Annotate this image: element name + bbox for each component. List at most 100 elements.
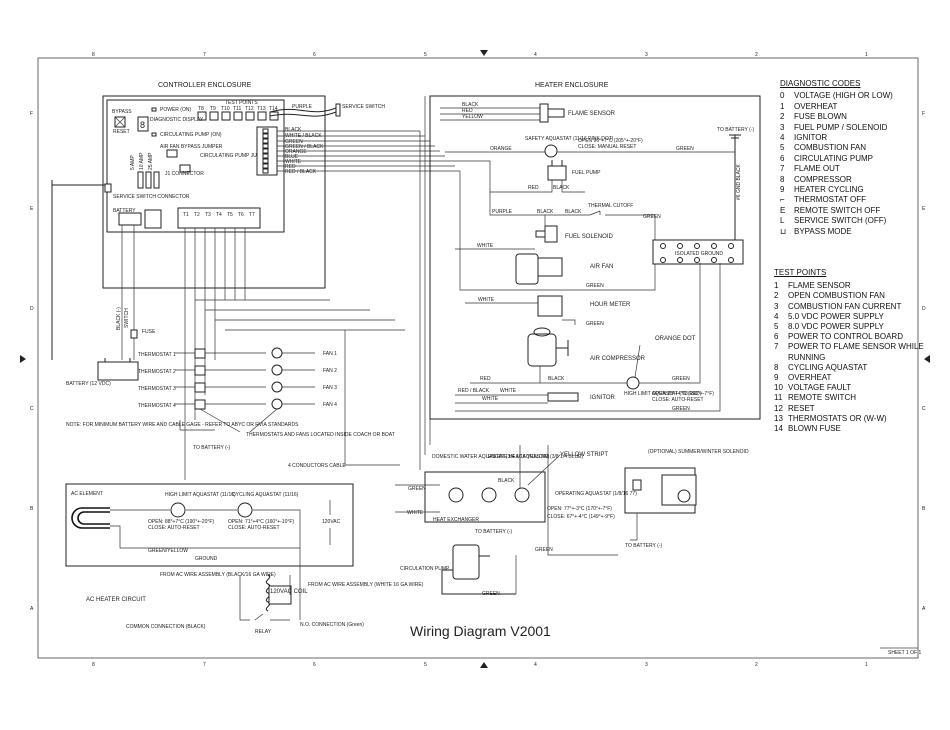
common-label: COMMON CONNECTION (BLACK) (126, 624, 206, 630)
heat-exchanger-label: HEAT EXCHANGER (433, 517, 479, 523)
safety-aquastat: SAFETY AQUASTAT (11/16 PINK DOT) OPEN 96… (445, 136, 736, 240)
j1-pin (262, 158, 269, 164)
wire-label: YELLOW (462, 114, 483, 120)
air-fan-motor (515, 253, 539, 285)
test-point-item-code: 4 (774, 311, 779, 321)
thermostat-box (194, 348, 206, 359)
note-text: NOTE: FOR MINIMUM BATTERY WIRE AND CABLE… (66, 422, 299, 428)
hi-limit-close: CLOSE: AUTO-RESET (652, 397, 704, 403)
service-switch-plug (104, 183, 112, 193)
air-fan-housing (537, 257, 563, 277)
fuse (153, 171, 160, 189)
row-tick: B (30, 506, 34, 512)
service-switch-connector-label: SERVICE SWITCH CONNECTOR (113, 194, 190, 200)
relay-label: RELAY (255, 629, 272, 635)
located-label: THERMOSTATS AND FANS LOCATED INSIDE COAC… (246, 432, 395, 438)
air-compressor-body (527, 333, 557, 367)
fuel-solenoid-body (544, 225, 558, 243)
test-point-item-text: VOLTAGE FAULT (788, 383, 852, 393)
test-point-item-code: 2 (774, 291, 779, 301)
center-mark-bottom-icon (480, 662, 488, 668)
diagnostic-code-item-text: FUSE BLOWN (794, 112, 847, 122)
thermostat-box (194, 365, 206, 376)
center-mark-right-icon (924, 355, 930, 363)
diagnostic-code-item-code: 6 (780, 153, 785, 163)
fan-icon (271, 398, 283, 410)
wire-label: GREEN (586, 283, 604, 289)
diagnostic-code-item-text: COMBUSTION FAN (794, 143, 867, 153)
center-mark-top-icon (480, 50, 488, 56)
test-point (245, 111, 255, 121)
test-point-item-text: POWER TO CONTROL BOARD (788, 332, 903, 342)
service-connector (144, 209, 162, 229)
fuel-pump-body (547, 165, 567, 181)
col-tick: 6 (313, 52, 316, 58)
isolated-ground-label: ISOLATED GROUND (675, 251, 723, 257)
tp-label: T11 (233, 106, 241, 112)
col-tick: 5 (424, 662, 427, 668)
wire-label: GREEN (535, 547, 553, 553)
col-tick: 3 (645, 52, 648, 58)
row-tick: E (922, 206, 926, 212)
tp-label: T8 (198, 106, 204, 112)
summer-winter-solenoid: (OPTIONAL) SUMMER/WINTER SOLENOID TO BAT… (624, 449, 749, 549)
heat-exchanger-section: DOMESTIC WATER AQUASTAT (3/4 1/16 YELLOW… (395, 445, 637, 597)
row-tick: F (30, 111, 33, 117)
from-ac-label: FROM AC WIRE ASSEMBLY (BLACK/16 GA WIRE) (160, 572, 276, 578)
operating-aquastat-icon (514, 487, 530, 503)
op-open-label: OPEN: 77°+-3°C (170°+-7°F) (547, 506, 612, 512)
ac-voltage-label: 120VAC (322, 519, 341, 525)
airfan-bypass-label: AIR FAN BYPASS JUMPER (160, 144, 223, 150)
ac-hi-limit-icon (170, 502, 186, 518)
wire-label: ORANGE (490, 146, 512, 152)
tp-label: T12 (245, 106, 254, 112)
diagnostic-code-item-code: 1 (780, 101, 785, 111)
diagnostic-code-item-text: FLAME OUT (794, 164, 840, 174)
summerwinter-label: (OPTIONAL) SUMMER/WINTER SOLENOID (648, 449, 749, 455)
diagnostic-code-item-text: BYPASS MODE (794, 226, 852, 236)
diagnostic-code-item-text: IGNITOR (794, 133, 828, 143)
test-point-item-text: OVERHEAT (788, 373, 832, 383)
diagnostic-code-item: ⊔BYPASS MODE (780, 227, 940, 237)
battery-section: BLACK (-) SWITCH FUSE BATTERY (12 VDC) (51, 180, 156, 387)
wire-label: BLACK (537, 209, 554, 215)
wire-label: GREEN (285, 139, 303, 145)
test-point-item-text: RESET (788, 403, 815, 413)
terminal-label: T2 (194, 212, 200, 218)
wire-label: RED (285, 164, 296, 170)
wire-label: GREEN (643, 214, 661, 220)
fuel-pump: FUEL PUMP RED BLACK (450, 160, 601, 193)
service-switch-plug (335, 103, 341, 117)
wire-label: RED / BLACK (458, 388, 490, 394)
test-point-item-text: COMBUSTION FAN CURRENT (788, 301, 902, 311)
test-point-item-text: BLOWN FUSE (788, 424, 841, 434)
col-tick: 7 (203, 52, 206, 58)
diagnostic-code-item-code: ⌐ (780, 195, 785, 205)
test-point-item-text: CYCLING AQUASTAT (788, 362, 868, 372)
circ-jumper-label: CIRCULATING PUMP JUMPER (200, 153, 272, 159)
col-tick: 1 (865, 662, 868, 668)
fuel-solenoid-port (535, 230, 546, 238)
cable-label: 4 CONDUCTORS CABLE (288, 463, 346, 469)
engine-aquastat-label: ENGINE HEAT AQUASTAT (3/8 1/4 BLUE) (488, 454, 583, 460)
test-point-item-code: 14 (774, 424, 783, 434)
wire-label: PURPLE (492, 209, 513, 215)
diagram-title: Wiring Diagram V2001 (410, 623, 551, 639)
fuel-solenoid-label: FUEL SOLENOID (565, 234, 613, 240)
ac-hi-open: OPEN: 88°+7°C (190°+-20°F) (148, 519, 214, 525)
thermostat-box (194, 399, 206, 410)
diagnostic-code-item-code: 0 (780, 91, 785, 101)
to-battery-label: TO BATTERY (-) (193, 445, 230, 451)
diagnostic-code-item-code: 5 (780, 143, 785, 153)
wire-label: RED (480, 376, 491, 382)
